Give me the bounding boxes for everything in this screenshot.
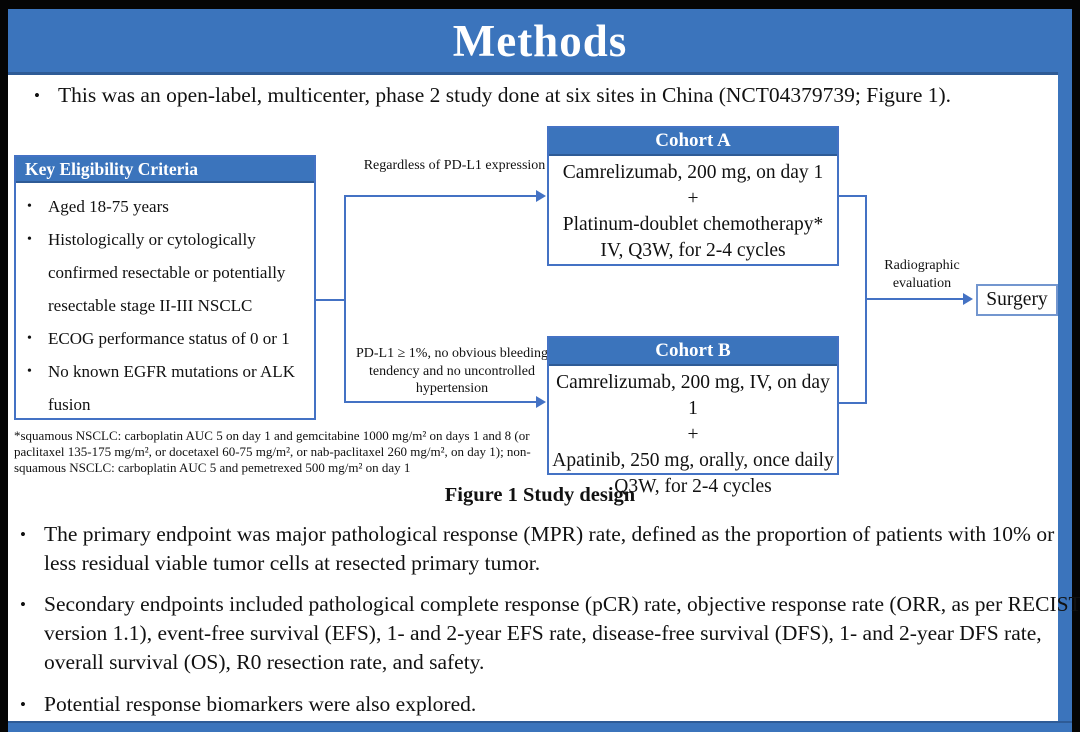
- surgery-box: Surgery: [976, 284, 1058, 316]
- cohort-b-line: Camrelizumab, 200 mg, IV, on day 1: [556, 372, 830, 419]
- cohort-b-line: Apatinib, 250 mg, orally, once daily: [552, 450, 834, 471]
- eligibility-item-text: ECOG performance status of 0 or 1: [48, 329, 290, 348]
- cohort-a-line: +: [687, 188, 699, 209]
- eligibility-item: • No known EGFR mutations or ALK fusion: [25, 355, 306, 421]
- eligibility-item-text: Aged 18-75 years: [48, 197, 169, 216]
- connector-split-vertical: [344, 195, 346, 403]
- connector-merge-vertical: [865, 195, 867, 404]
- secondary-endpoints-bullet: • Secondary endpoints included pathologi…: [18, 590, 1080, 677]
- bullet-icon: •: [27, 232, 32, 247]
- bottom-accent-bar: [8, 721, 1072, 732]
- biomarkers-text: Potential response biomarkers were also …: [44, 692, 477, 716]
- figure-caption: Figure 1 Study design: [444, 484, 636, 506]
- connector-eligibility-stub: [316, 299, 346, 301]
- cohort-b-line: +: [687, 424, 699, 445]
- connector-arrow-surgery: [867, 298, 965, 300]
- intro-bullet: • This was an open-label, multicenter, p…: [32, 81, 1070, 110]
- primary-endpoint-text: The primary endpoint was major pathologi…: [44, 522, 1055, 575]
- right-accent-strip: [1058, 9, 1072, 723]
- page-title: Methods: [452, 15, 628, 66]
- connector-cohort-b-stub: [839, 402, 867, 404]
- cohort-a-box: Cohort A Camrelizumab, 200 mg, on day 1 …: [547, 126, 839, 266]
- connector-cohort-a-stub: [839, 195, 867, 197]
- bullet-icon: •: [20, 595, 26, 614]
- eligibility-item-text: No known EGFR mutations or ALK fusion: [48, 362, 295, 414]
- arrowhead-icon: [963, 293, 973, 305]
- eligibility-item: • Aged 18-75 years: [25, 190, 306, 223]
- cohort-b-body: Camrelizumab, 200 mg, IV, on day 1 + Apa…: [549, 366, 837, 500]
- title-banner: Methods: [8, 9, 1072, 75]
- cohort-b-header: Cohort B: [549, 338, 837, 366]
- bullet-icon: •: [34, 86, 40, 105]
- cohort-b-box: Cohort B Camrelizumab, 200 mg, IV, on da…: [547, 336, 839, 497]
- biomarkers-bullet: • Potential response biomarkers were als…: [18, 690, 1080, 719]
- bullet-icon: •: [27, 199, 32, 214]
- cohort-a-header: Cohort A: [549, 128, 837, 156]
- primary-endpoint-bullet: • The primary endpoint was major patholo…: [18, 520, 1080, 578]
- branch-label-cohort-a: Regardless of PD-L1 expression: [363, 158, 546, 173]
- arrowhead-icon: [536, 396, 546, 408]
- chemotherapy-footnote: *squamous NSCLC: carboplatin AUC 5 on da…: [14, 428, 531, 475]
- eligibility-list: • Aged 18-75 years • Histologically or c…: [16, 183, 314, 421]
- secondary-endpoints-text: Secondary endpoints included pathologica…: [44, 592, 1080, 674]
- bullet-icon: •: [20, 525, 26, 544]
- eligibility-item: • ECOG performance status of 0 or 1: [25, 322, 306, 355]
- eligibility-criteria-box: Key Eligibility Criteria • Aged 18-75 ye…: [14, 155, 316, 420]
- connector-arrow-cohort-b: [346, 401, 538, 403]
- eligibility-header: Key Eligibility Criteria: [16, 157, 314, 183]
- eligibility-item-text: Histologically or cytologically confirme…: [48, 230, 286, 315]
- cohort-b-line: Q3W, for 2-4 cycles: [614, 476, 772, 497]
- cohort-a-line: Platinum-doublet chemotherapy*: [562, 214, 824, 235]
- bullet-icon: •: [20, 695, 26, 714]
- cohort-a-line: IV, Q3W, for 2-4 cycles: [600, 240, 786, 261]
- branch-label-cohort-b: PD-L1 ≥ 1%, no obvious bleeding tendency…: [355, 346, 548, 396]
- connector-arrow-cohort-a: [346, 195, 538, 197]
- arrowhead-icon: [536, 190, 546, 202]
- bullet-icon: •: [27, 331, 32, 346]
- cohort-a-body: Camrelizumab, 200 mg, on day 1 + Platinu…: [549, 156, 837, 264]
- surgery-label: Surgery: [986, 289, 1048, 310]
- bullet-icon: •: [27, 364, 32, 379]
- radiographic-evaluation-label: Radiographic evaluation: [884, 258, 960, 291]
- cohort-a-line: Camrelizumab, 200 mg, on day 1: [562, 162, 824, 183]
- intro-bullet-text: This was an open-label, multicenter, pha…: [58, 83, 952, 107]
- eligibility-item: • Histologically or cytologically confir…: [25, 223, 306, 322]
